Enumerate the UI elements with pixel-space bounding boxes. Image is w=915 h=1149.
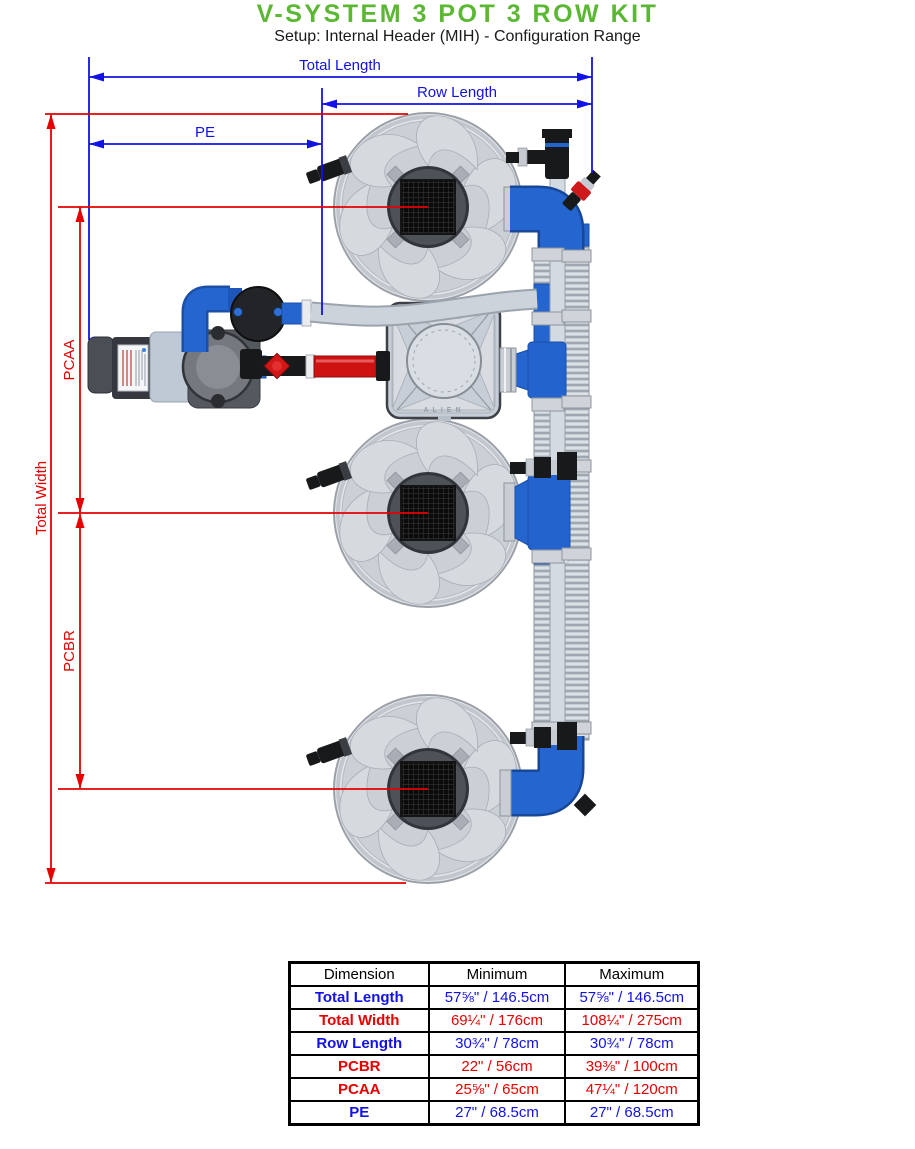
- label-total-width: Total Width: [33, 461, 50, 535]
- tank-brand-bottom: ALIEN: [424, 407, 465, 414]
- tank-tee: [527, 341, 567, 399]
- min-value-cell: 30¾" / 78cm: [427, 1031, 567, 1056]
- tank-lid: [406, 323, 482, 399]
- pots: [306, 112, 523, 884]
- pump-assembly: [87, 285, 538, 409]
- col-header-maximum: Maximum: [564, 961, 700, 987]
- pot2-flange: [503, 482, 516, 542]
- max-value-cell: 108¼" / 275cm: [564, 1008, 700, 1033]
- max-value-cell: 39⅜" / 100cm: [564, 1054, 700, 1079]
- min-value-cell: 25⅝" / 65cm: [427, 1077, 567, 1102]
- label-total-length: Total Length: [299, 57, 381, 74]
- pot2-valve: [510, 452, 577, 480]
- dim-name-cell: PCAA: [288, 1077, 430, 1102]
- dimensions-blue: [88, 57, 593, 340]
- dim-name-cell: PCBR: [288, 1054, 430, 1079]
- table-row: Row Length 30¾" / 78cm 30¾" / 78cm: [288, 1031, 700, 1056]
- label-pcbr: PCBR: [61, 630, 78, 672]
- min-value-cell: 57⅝" / 146.5cm: [427, 985, 567, 1010]
- dimension-table: Dimension Minimum Maximum Total Length 5…: [288, 961, 700, 1126]
- label-row-length: Row Length: [417, 84, 497, 101]
- label-pcaa: PCAA: [61, 340, 78, 381]
- dim-name-cell: Total Length: [288, 985, 430, 1010]
- table-row: PE 27" / 68.5cm 27" / 68.5cm: [288, 1100, 700, 1126]
- red-arrowheads: [46, 114, 85, 883]
- table-header-row: Dimension Minimum Maximum: [288, 961, 700, 987]
- red-ball-valve: [263, 352, 291, 380]
- table-row: PCAA 25⅝" / 65cm 47¼" / 120cm: [288, 1077, 700, 1102]
- red-feed-pipe: [313, 355, 377, 378]
- min-value-cell: 27" / 68.5cm: [427, 1100, 567, 1126]
- page-subtitle: Setup: Internal Header (MIH) - Configura…: [274, 28, 641, 45]
- system-diagram: ALIEN ALIEN: [33, 57, 601, 884]
- table-row: Total Width 69¼" / 176cm 108¼" / 275cm: [288, 1008, 700, 1033]
- max-value-cell: 57⅝" / 146.5cm: [564, 985, 700, 1010]
- blue-arrowheads: [89, 72, 592, 149]
- pot-drain-fitting-icon: [306, 737, 353, 766]
- pot3-valve: [510, 722, 577, 750]
- max-value-cell: 47¼" / 120cm: [564, 1077, 700, 1102]
- pot-drain-fitting-icon: [306, 155, 353, 184]
- table-row: PCBR 22" / 56cm 39⅜" / 100cm: [288, 1054, 700, 1079]
- pot-drain-fitting-icon: [306, 461, 353, 490]
- max-value-cell: 27" / 68.5cm: [564, 1100, 700, 1126]
- dripper-valve: [562, 169, 601, 211]
- pump-motor: [87, 336, 115, 394]
- pot1-elbow: [510, 188, 582, 258]
- pot3-flange: [499, 769, 512, 817]
- elbow-plug-icon: [573, 793, 597, 817]
- min-value-cell: 22" / 56cm: [427, 1054, 567, 1079]
- col-header-minimum: Minimum: [427, 961, 567, 987]
- dimensions-red: [45, 113, 428, 884]
- top-tee-valve: [506, 129, 572, 179]
- dim-name-cell: Row Length: [288, 1031, 430, 1056]
- page-title: V-SYSTEM 3 POT 3 ROW KIT: [256, 0, 659, 28]
- pot3-elbow: [510, 736, 582, 814]
- pot2-tee: [527, 473, 571, 551]
- min-value-cell: 69¼" / 176cm: [427, 1008, 567, 1033]
- label-pe: PE: [195, 124, 215, 141]
- col-header-dimension: Dimension: [288, 961, 430, 987]
- max-value-cell: 30¾" / 78cm: [564, 1031, 700, 1056]
- manifold-fittings: [499, 129, 601, 817]
- dim-name-cell: Total Width: [288, 1008, 430, 1033]
- dim-name-cell: PE: [288, 1100, 430, 1126]
- table-row: Total Length 57⅝" / 146.5cm 57⅝" / 146.5…: [288, 985, 700, 1010]
- diagram-header: V-SYSTEM 3 POT 3 ROW KIT Setup: Internal…: [0, 0, 915, 46]
